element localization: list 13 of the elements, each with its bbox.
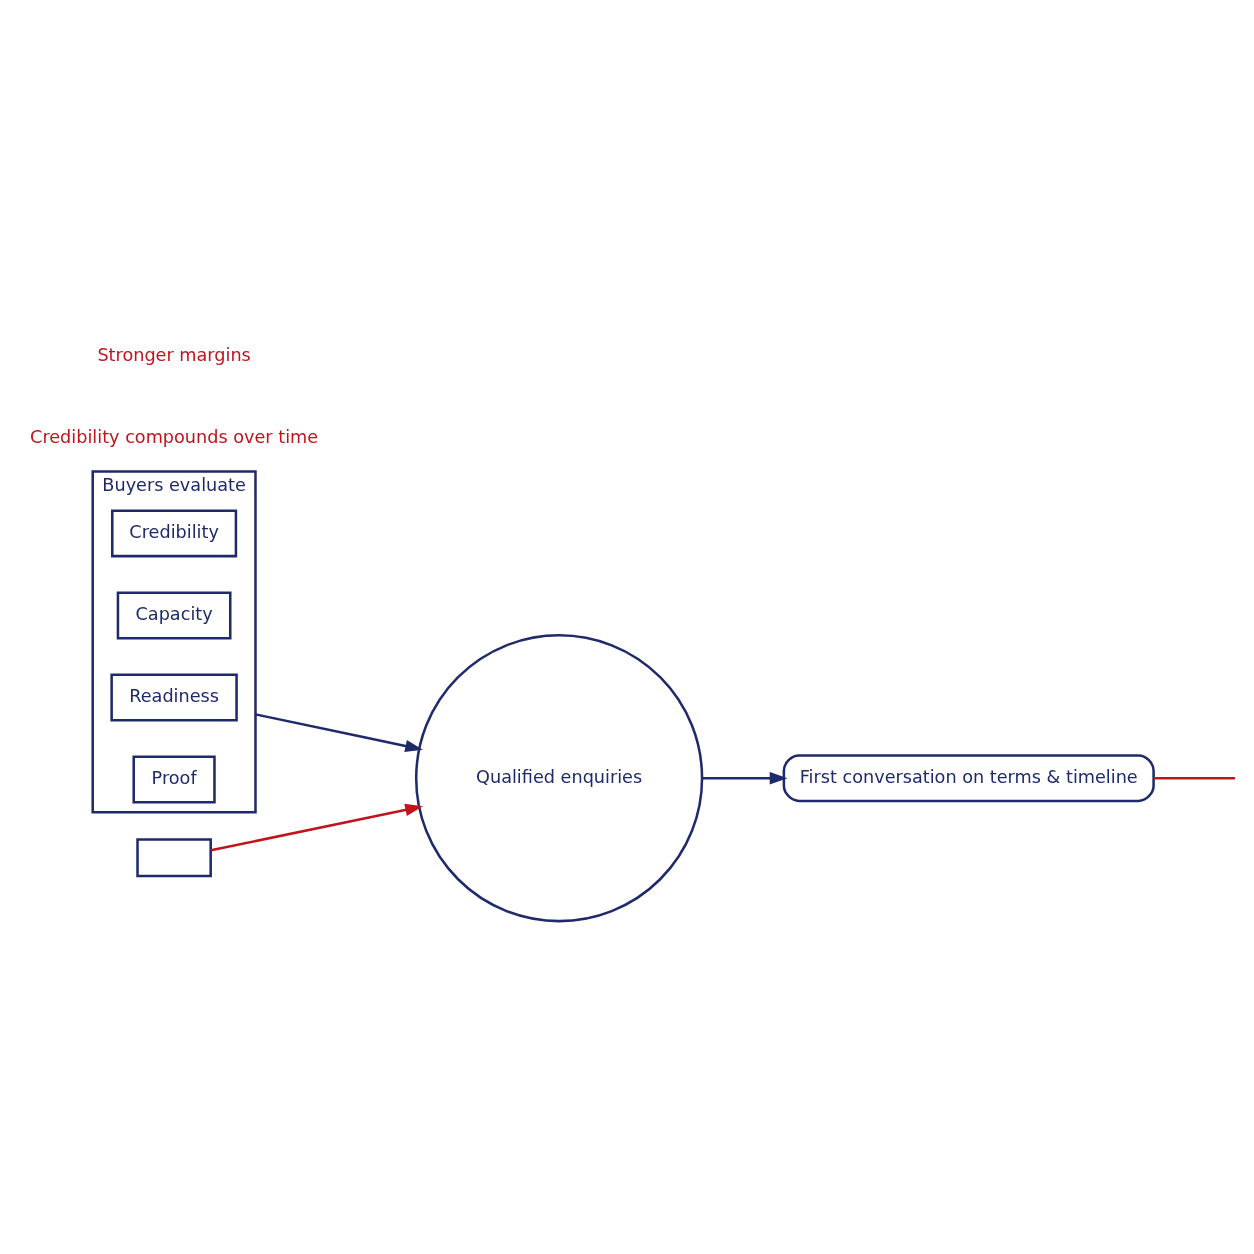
node-box: First conversation on terms & timeline: [782, 753, 1155, 802]
node-box: Proof: [132, 755, 216, 803]
node-box: Readiness: [110, 672, 238, 721]
connector: [1153, 776, 1235, 779]
node-circle: Qualified enquiries: [414, 633, 704, 922]
arrow: [702, 771, 788, 784]
arrow: [255, 712, 423, 752]
arrow: [210, 803, 423, 851]
node-box: Credibility: [111, 508, 238, 557]
node-box: Capacity: [116, 590, 232, 639]
label: Stronger margins: [97, 344, 251, 365]
node-box: [136, 837, 212, 877]
label: Credibility compounds over time: [30, 426, 319, 447]
